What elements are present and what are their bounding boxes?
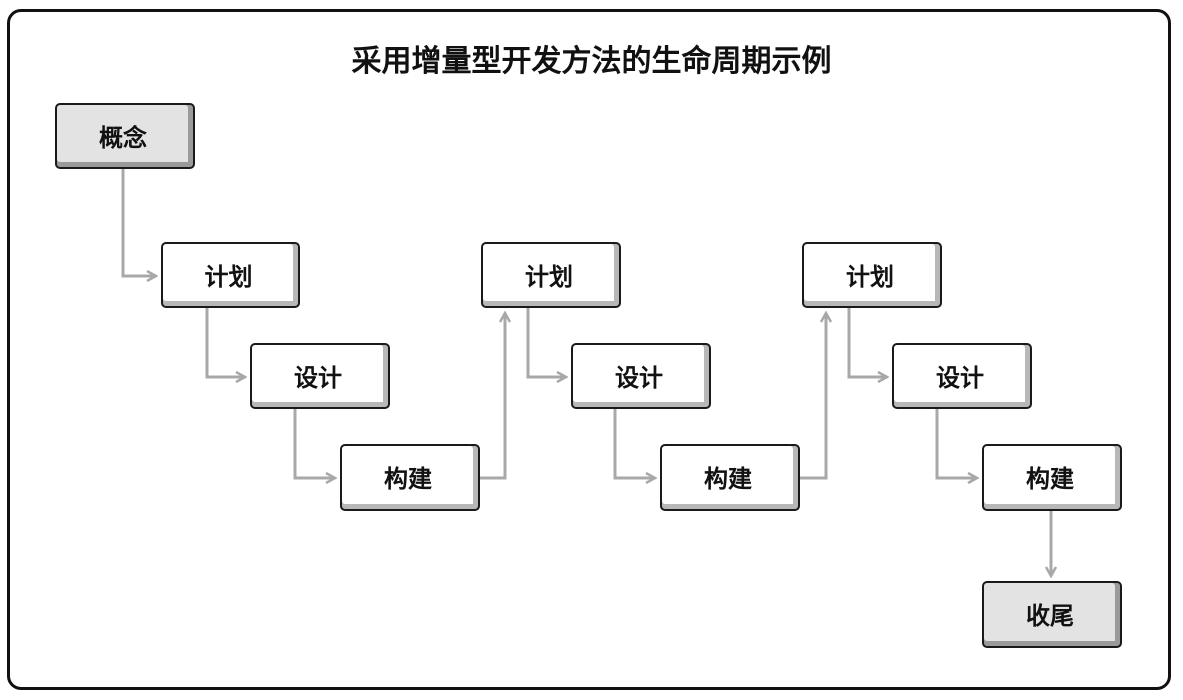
plan-label-1: 计划 (204, 262, 253, 291)
plan-node-2: 计划 (481, 242, 621, 308)
diagram-frame (7, 9, 1171, 690)
concept-node: 概念 (55, 103, 195, 169)
connector-build-1-to-plan-2 (480, 313, 505, 480)
design-label-2: 设计 (615, 363, 663, 392)
build-label-2: 构建 (704, 465, 752, 493)
build-label-3: 构建 (1026, 465, 1074, 493)
build-node-3: 构建 (982, 444, 1122, 511)
diagram-title: 采用增量型开发方法的生命周期示例 (351, 44, 832, 79)
connector-design-2-to-build-2 (613, 409, 655, 478)
build-node-2: 构建 (660, 444, 800, 511)
connector-build-2-to-plan-3 (800, 313, 826, 480)
closing-node: 收尾 (982, 581, 1122, 648)
concept-label: 概念 (99, 123, 147, 152)
closing-label: 收尾 (1026, 602, 1074, 630)
plan-label-2: 计划 (525, 262, 573, 291)
plan-label-3: 计划 (846, 262, 894, 291)
connector-plan-1-to-design-1 (205, 308, 245, 377)
connector-design-1-to-build-1 (293, 409, 335, 478)
design-label-3: 设计 (936, 363, 984, 392)
plan-node-1: 计划 (161, 242, 300, 308)
connector-concept-to-plan-1 (121, 169, 156, 276)
design-node-3: 设计 (892, 343, 1032, 409)
design-label-1: 设计 (294, 363, 342, 392)
connector-plan-2-to-design-2 (526, 308, 566, 377)
connector-plan-3-to-design-3 (847, 308, 887, 377)
plan-node-3: 计划 (802, 242, 942, 308)
build-label-1: 构建 (384, 465, 432, 493)
connector-design-3-to-build-3 (935, 409, 977, 478)
design-node-1: 设计 (250, 343, 390, 409)
build-node-1: 构建 (340, 444, 480, 511)
design-node-2: 设计 (571, 343, 711, 409)
